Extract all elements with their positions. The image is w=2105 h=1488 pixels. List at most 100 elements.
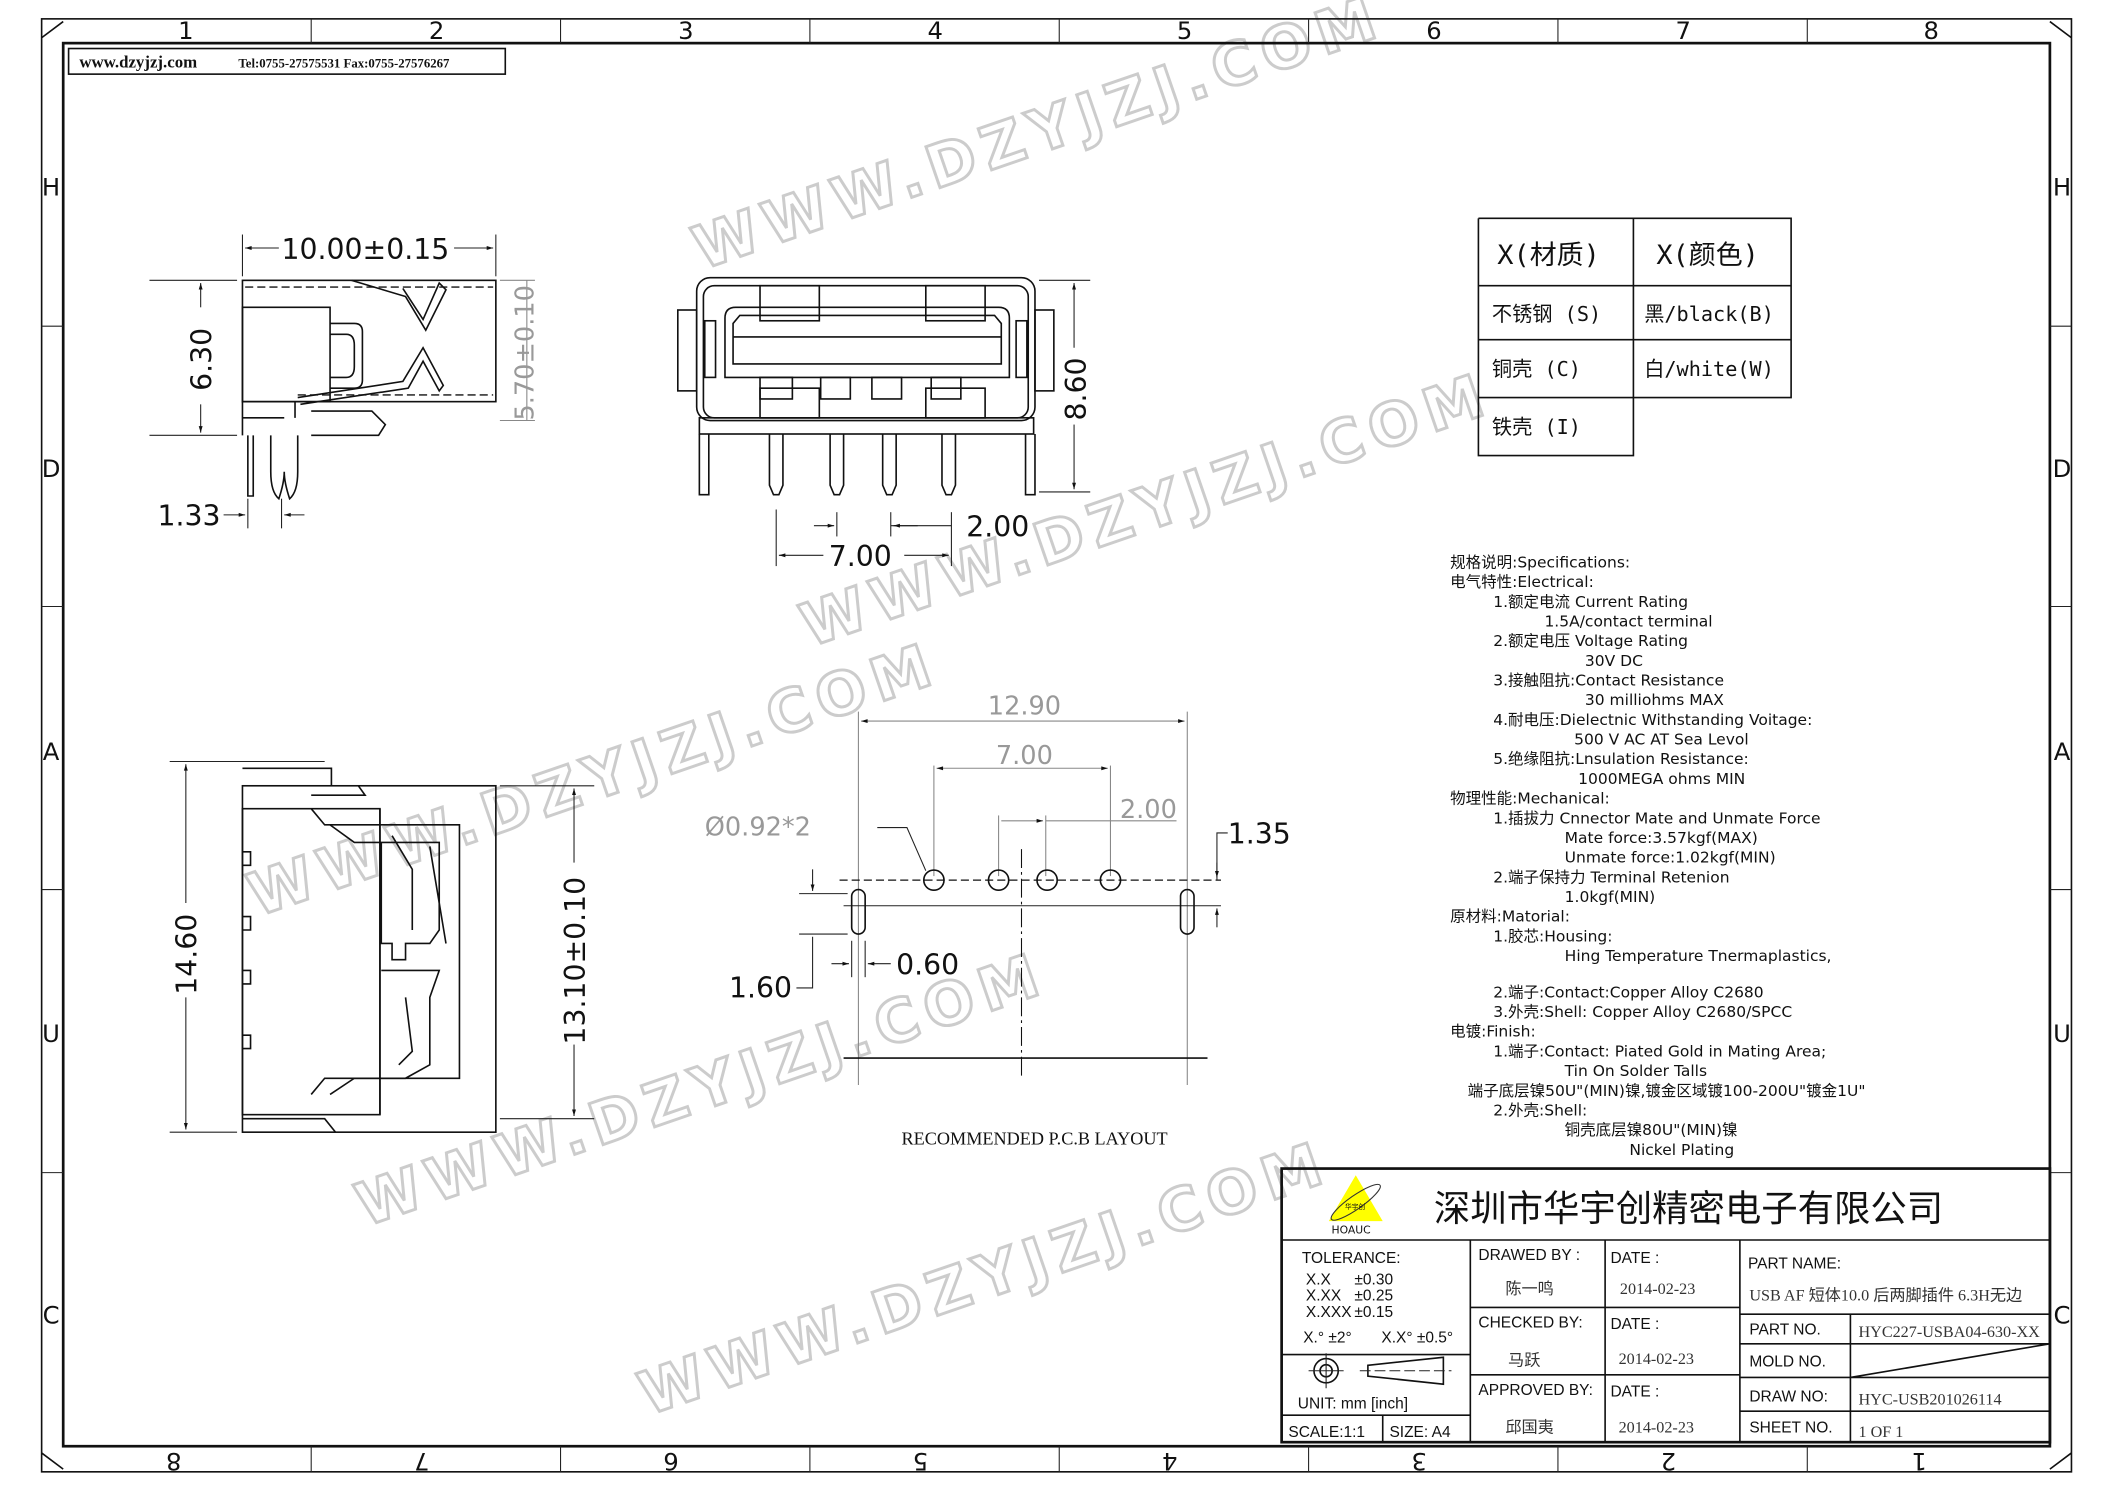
spec-line: 1.5A/contact terminal [1544, 612, 1712, 630]
pcb-hole [1099, 869, 1122, 892]
front-view: 8.60 2.00 7.00 [676, 276, 1093, 573]
contact-text: Tel:0755-27575531 Fax:0755-27576267 [238, 56, 450, 70]
pcb-layout-caption: RECOMMENDED P.C.B LAYOUT [902, 1128, 1168, 1148]
spec-line: 1000MEGA ohms MIN [1578, 770, 1745, 788]
material-cell: 铁壳 (I) [1492, 415, 1581, 439]
material-cell: 不锈钢 (S) [1492, 302, 1601, 326]
row-label: C [43, 1301, 60, 1330]
spec-line: 电气特性:Electrical: [1450, 573, 1594, 591]
dim-slot-length: 1.60 [729, 971, 792, 1004]
dim-height: 6.30 [185, 328, 218, 391]
website-text: www.dzyjzj.com [79, 52, 197, 71]
tolerance-value: ±0.25 [1354, 1288, 1393, 1305]
row-label: U [42, 1019, 60, 1048]
date-value: 2014-02-23 [1620, 1281, 1695, 1298]
column-label: 7 [1676, 16, 1691, 45]
angle-tolerance: X.° ±2° [1303, 1329, 1351, 1346]
date-label: DATE : [1611, 1316, 1660, 1333]
color-cell: 黑/black(B) [1644, 302, 1774, 326]
spec-line: 1.插拔力 Cnnector Mate and Unmate Force [1493, 809, 1820, 827]
column-label: 5 [913, 1447, 928, 1476]
watermark: WWW.DZYJZJ.COM [630, 1127, 1338, 1428]
dim-hole: Ø0.92*2 [705, 813, 811, 843]
checked-by: 马跃 [1508, 1351, 1540, 1369]
dim-length: 14.60 [171, 914, 204, 995]
spec-line: 5.绝缘阻抗:Lnsulation Resistance: [1493, 750, 1749, 768]
specifications: 规格说明:Specifications:电气特性:Electrical:1.额定… [1450, 553, 1865, 1158]
table-header: X(颜色) [1656, 240, 1759, 271]
scale-text: SCALE:1:1 [1288, 1424, 1365, 1441]
tolerance-value: ±0.15 [1354, 1304, 1393, 1321]
company-logo: 华宇创 HOAUC [1328, 1175, 1383, 1236]
row-label: H [2053, 172, 2071, 201]
spec-line: 4.耐电压:Dielectnic Withstanding Voitage: [1493, 711, 1812, 729]
row-label: D [2053, 454, 2072, 483]
dim-inner-height: 5.70±0.10 [511, 285, 541, 420]
drawed-by: 陈一鸣 [1505, 1280, 1553, 1298]
spec-line: 2.额定电压 Voltage Rating [1493, 632, 1688, 650]
row-label: D [42, 454, 61, 483]
row-label: C [2054, 1301, 2071, 1330]
dim-pcb-overall: 12.90 [988, 691, 1061, 721]
row-label: A [43, 737, 60, 766]
size-text: SIZE: A4 [1389, 1424, 1451, 1441]
dim-pcb-offset: 1.35 [1228, 818, 1291, 851]
column-label: 5 [1177, 16, 1192, 45]
spec-line: 铜壳底层镍80U"(MIN)镍 [1565, 1121, 1738, 1139]
part-name: USB AF 短体10.0 后两脚插件 6.3H无边 [1749, 1287, 2022, 1305]
drawed-by-label: DRAWED BY : [1478, 1247, 1580, 1264]
column-label: 8 [166, 1447, 181, 1476]
spec-line: 1.胶芯:Housing: [1493, 927, 1612, 945]
column-label: 2 [1661, 1447, 1676, 1476]
spec-line: 规格说明:Specifications: [1450, 553, 1630, 571]
column-label: 6 [663, 1447, 678, 1476]
pcb-slot [1179, 888, 1195, 935]
column-label: 3 [1411, 1447, 1426, 1476]
spec-line: 2.端子:Contact:Copper Alloy C2680 [1493, 983, 1763, 1001]
column-label: 3 [678, 16, 693, 45]
spec-line: 端子底层镍50U"(MIN)镍,镀金区域镀100-200U"镀金1U" [1468, 1082, 1866, 1100]
date-label: DATE : [1611, 1250, 1660, 1267]
date-value: 2014-02-23 [1619, 1351, 1694, 1368]
sheet-no: 1 OF 1 [1859, 1424, 1904, 1441]
spec-line: 1.0kgf(MIN) [1565, 888, 1656, 906]
dim-span: 7.00 [829, 540, 892, 573]
mold-no-label: MOLD NO. [1749, 1354, 1826, 1371]
color-cell: 白/white(W) [1644, 357, 1774, 381]
draw-no: HYC-USB201026114 [1859, 1391, 2002, 1408]
header-box: www.dzyjzj.com Tel:0755-27575531 Fax:075… [67, 47, 507, 75]
spec-line: 2.外壳:Shell: [1493, 1101, 1587, 1119]
spec-line: Hing Temperature Tnermaplastics, [1565, 947, 1832, 965]
dim-front-height: 8.60 [1060, 358, 1093, 421]
dim-slot-width: 0.60 [896, 948, 959, 981]
tolerance-key: X.X [1306, 1271, 1332, 1288]
spec-line: Unmate force:1.02kgf(MIN) [1565, 849, 1776, 867]
logo-brand: HOAUC [1332, 1223, 1371, 1236]
spec-line: 2.端子保持力 Terminal Retenion [1493, 868, 1729, 886]
date-label: DATE : [1611, 1383, 1660, 1400]
logo-text: 华宇创 [1345, 1202, 1365, 1211]
part-no-label: PART NO. [1749, 1321, 1821, 1338]
pcb-slot [850, 888, 866, 935]
drawing-frame: 1 2 3 4 5 6 7 8 1 2 3 4 5 6 7 8 H D A U … [40, 16, 2073, 1476]
column-label: 4 [928, 16, 943, 45]
pcb-holes [922, 869, 1122, 892]
watermark: WWW.DZYJZJ.COM [239, 629, 947, 930]
watermark: WWW.DZYJZJ.COM [347, 939, 1055, 1240]
spec-line: 物理性能:Mechanical: [1450, 790, 1610, 808]
dim-pcb-pitch: 2.00 [1120, 795, 1177, 825]
part-no: HYC227-USBA04-630-XX [1859, 1324, 2041, 1341]
dim-pcb-span: 7.00 [996, 741, 1053, 771]
dim-inner-length: 13.10±0.10 [559, 877, 592, 1045]
spec-line: 3.外壳:Shell: Copper Alloy C2680/SPCC [1493, 1003, 1792, 1021]
date-value: 2014-02-23 [1619, 1420, 1694, 1437]
column-label: 6 [1426, 16, 1441, 45]
spec-line: Nickel Plating [1629, 1141, 1734, 1159]
material-cell: 铜壳 (C) [1492, 357, 1581, 381]
row-label: H [42, 172, 60, 201]
pcb-hole [1036, 869, 1059, 892]
approved-by: 邱国夷 [1505, 1419, 1553, 1437]
table-header: X(材质) [1497, 240, 1600, 271]
title-block: 华宇创 HOAUC 深圳市华宇创精密电子有限公司 TOLERANCE: X.X … [1280, 1167, 2052, 1444]
